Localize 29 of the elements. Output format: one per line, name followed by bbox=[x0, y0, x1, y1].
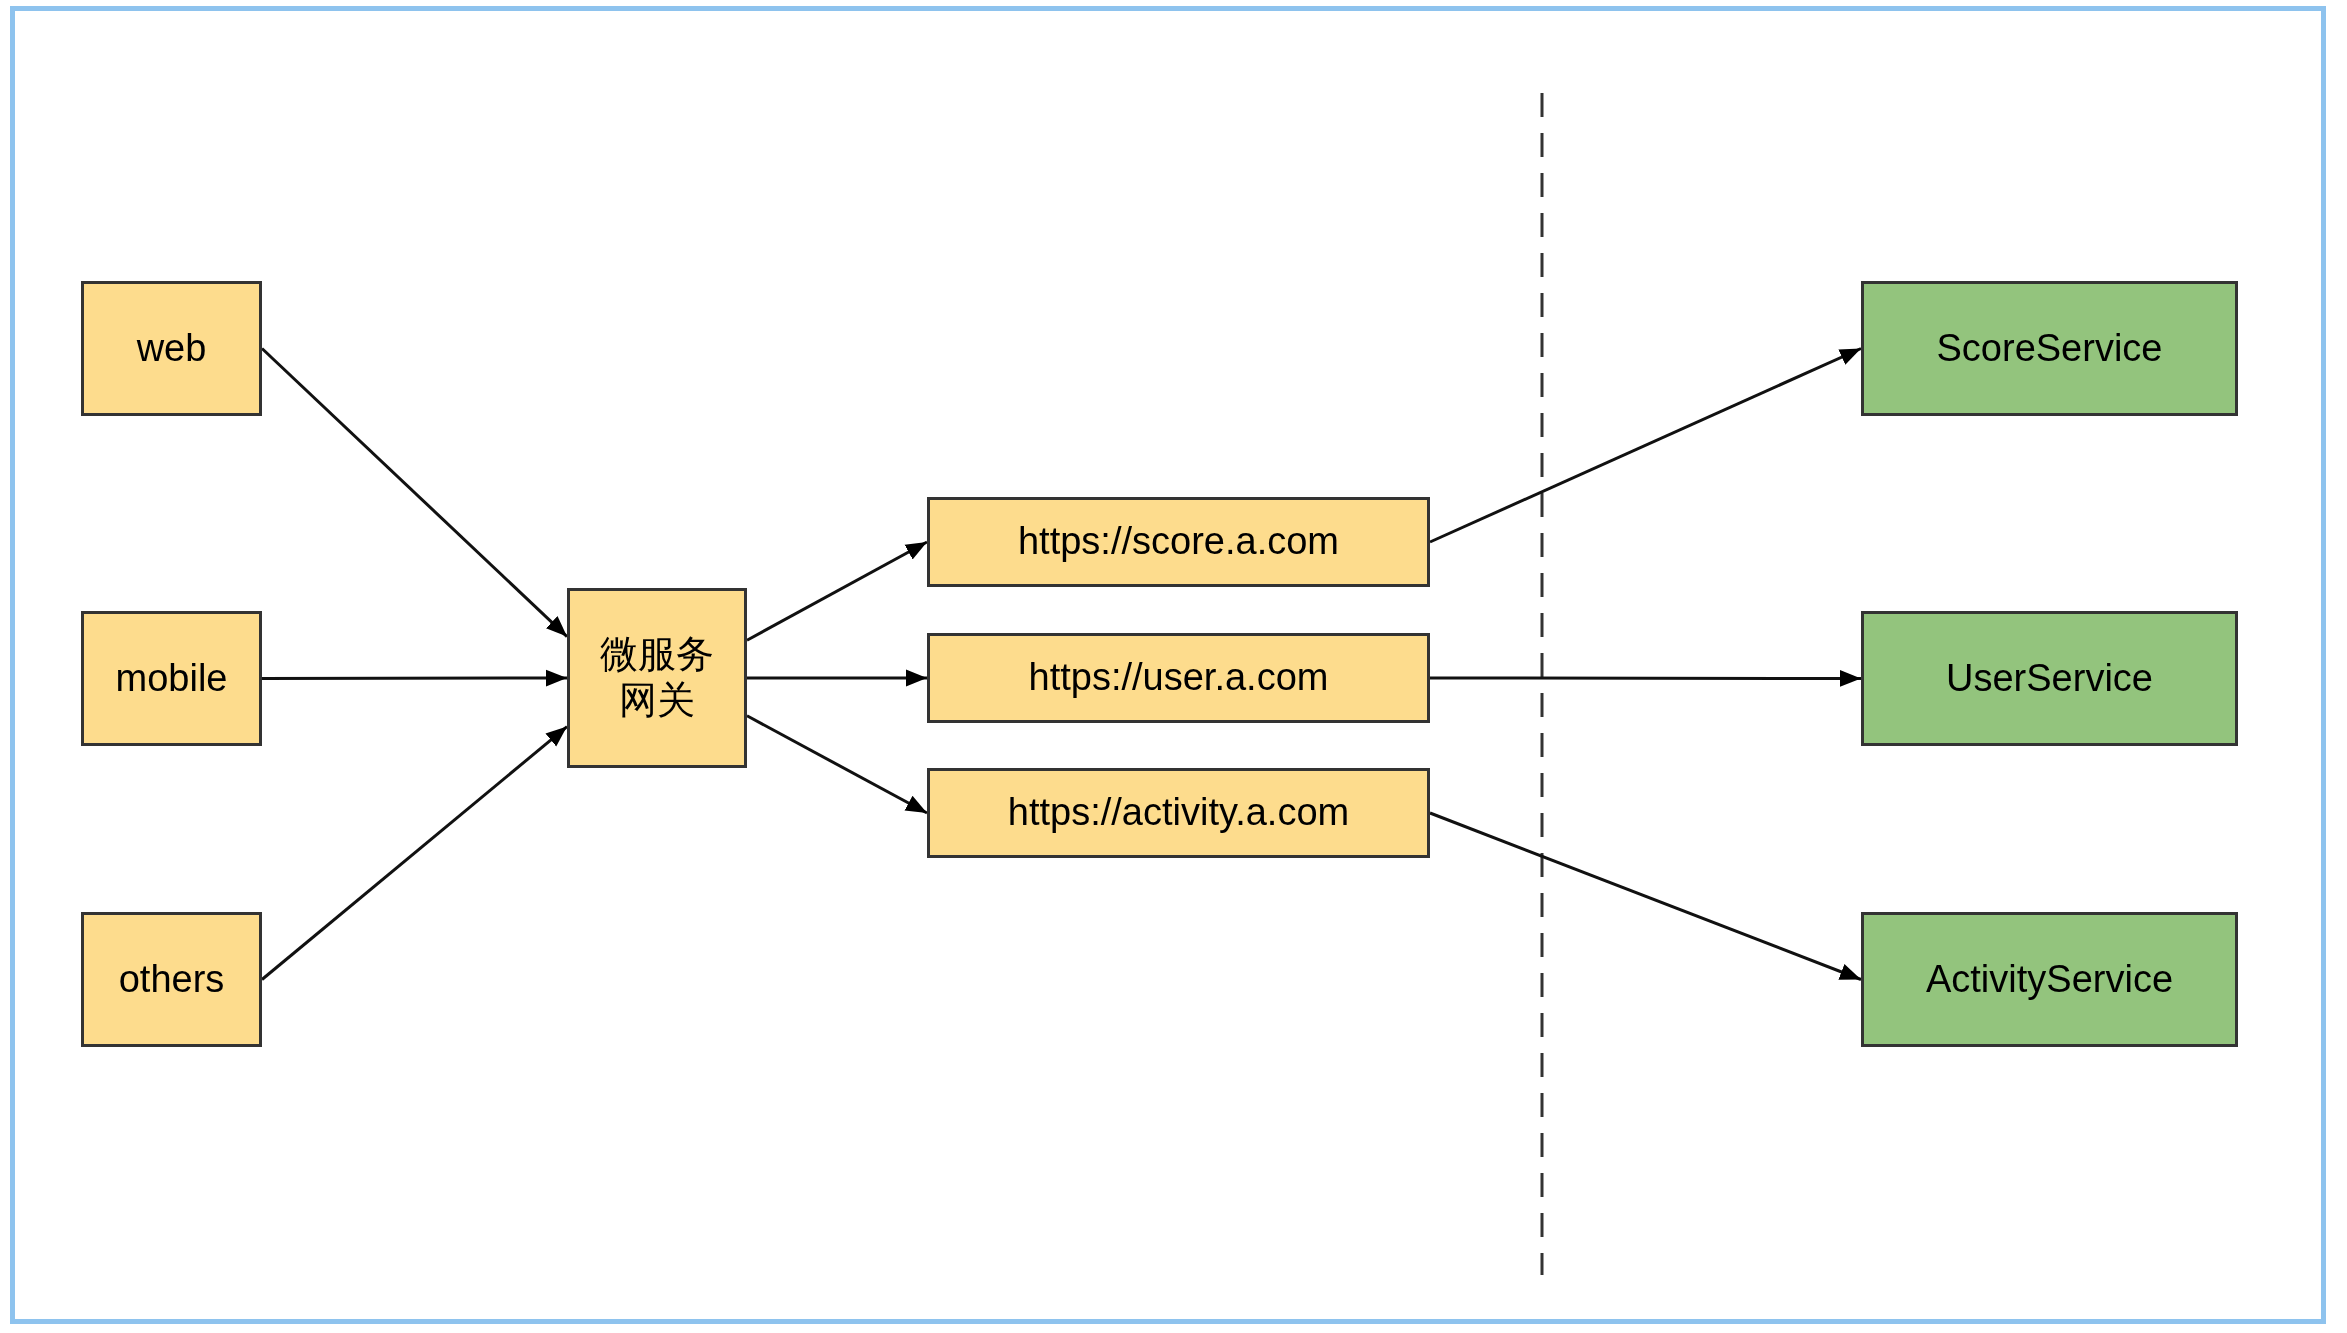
node-label: https://activity.a.com bbox=[1007, 790, 1350, 836]
node-label: https://user.a.com bbox=[1028, 655, 1329, 701]
node-label: others bbox=[118, 956, 225, 1002]
process-box bbox=[81, 281, 262, 416]
process-box bbox=[927, 633, 1430, 723]
arrow bbox=[261, 725, 568, 981]
arrow bbox=[262, 669, 567, 687]
process-box bbox=[567, 588, 747, 768]
node-label: 微服务网关 bbox=[599, 632, 715, 723]
process-box bbox=[81, 912, 262, 1047]
process-box bbox=[927, 768, 1430, 858]
arrow bbox=[746, 714, 928, 815]
node-label: ActivityService bbox=[1925, 956, 2174, 1002]
arrow bbox=[1429, 347, 1862, 544]
process-box bbox=[927, 497, 1430, 587]
node-label: https://score.a.com bbox=[1018, 519, 1339, 565]
node-label: ScoreService bbox=[1936, 325, 2163, 371]
arrow bbox=[1430, 670, 1861, 687]
process-box bbox=[81, 611, 262, 746]
service-box bbox=[1861, 912, 2238, 1047]
arrow bbox=[747, 669, 927, 687]
arrow bbox=[1429, 811, 1862, 981]
arrow bbox=[260, 347, 569, 638]
node-label: mobile bbox=[115, 655, 228, 701]
service-box bbox=[1861, 611, 2238, 746]
arrow bbox=[746, 540, 928, 642]
node-label: UserService bbox=[1946, 655, 2153, 701]
service-box bbox=[1861, 281, 2238, 416]
node-label: web bbox=[136, 325, 207, 371]
